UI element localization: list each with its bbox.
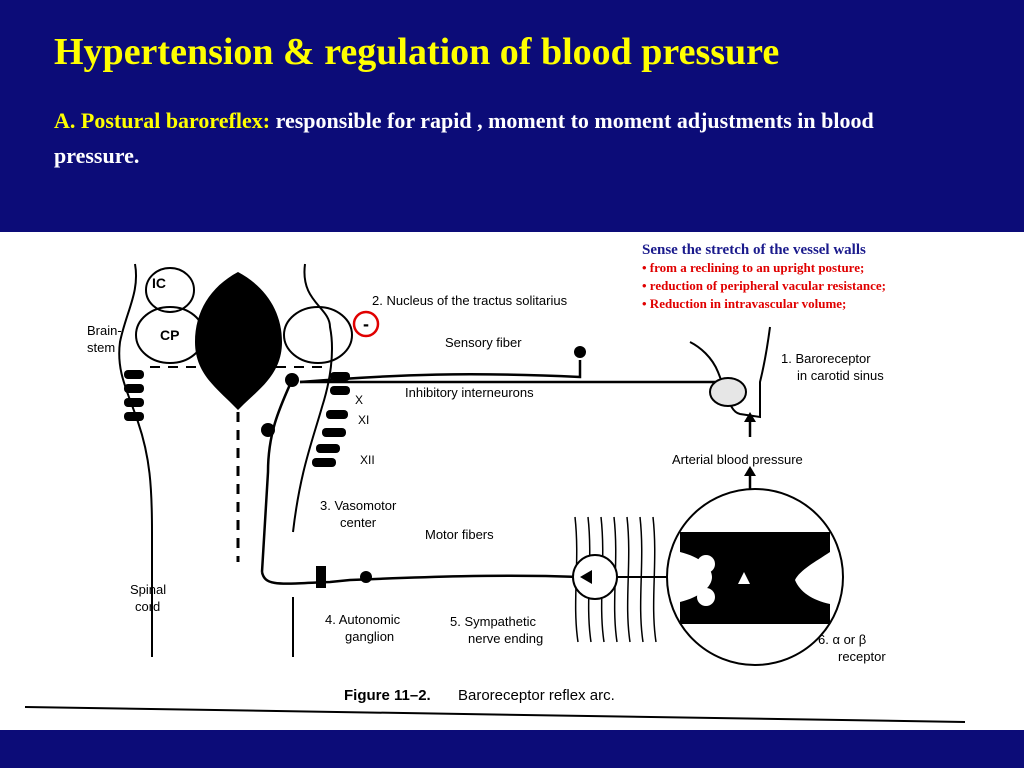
- cranial-nerve-roots-right: [312, 372, 350, 467]
- motor-fibers-label: Motor fibers: [425, 527, 494, 542]
- vasomotor-label-1: 3. Vasomotor: [320, 498, 397, 513]
- notes-item-volume: • Reduction in intravascular volume;: [642, 296, 847, 311]
- brainstem-right-outline: [292, 263, 333, 533]
- receptor-label-2: receptor: [838, 649, 886, 664]
- cp-label: CP: [160, 327, 179, 343]
- receptor-label-1: 6. α or β: [818, 632, 866, 647]
- brainstem-label-1: Brain-: [87, 323, 122, 338]
- receptor-circle-2: [697, 588, 715, 606]
- vasomotor-label-2: center: [340, 515, 377, 530]
- interneuron-path: [260, 379, 294, 573]
- sensory-neuron-body: [574, 346, 586, 358]
- nts-label: 2. Nucleus of the tractus solitarius: [372, 293, 568, 308]
- inhibition-marker: [352, 310, 380, 338]
- notes-heading: Sense the stretch of the vessel walls: [642, 242, 866, 258]
- arrow-up-2-head: [744, 466, 756, 476]
- ganglion-label-2: ganglion: [345, 629, 394, 644]
- ganglion-label-1: 4. Autonomic: [325, 612, 401, 627]
- receptor-cell: [680, 532, 830, 624]
- cn-xi-label: XI: [358, 413, 369, 427]
- figure-panel: - IC CP Brain- stem Spinal cord X XI XII…: [0, 232, 1024, 730]
- nerve-ending-label-2: nerve ending: [468, 631, 543, 646]
- notes-item-posture: • from a reclining to an upright posture…: [642, 260, 865, 275]
- fourth-ventricle: [195, 272, 282, 410]
- inhibitory-label: Inhibitory interneurons: [405, 385, 534, 400]
- ic-label: IC: [152, 275, 166, 291]
- spinal-label-2: cord: [135, 599, 160, 614]
- figure-caption-text: Baroreceptor reflex arc.: [458, 687, 615, 704]
- cn-x-label: X: [355, 393, 363, 407]
- subtitle-lead: A. Postural baroreflex:: [54, 108, 271, 133]
- baroreflex-figure: - IC CP Brain- stem Spinal cord X XI XII…: [24, 263, 966, 723]
- cn-xii-label: XII: [360, 453, 375, 467]
- motor-fiber-path: [260, 571, 581, 585]
- cranial-nerve-roots-left: [124, 370, 144, 421]
- nerve-ending-label-1: 5. Sympathetic: [450, 614, 536, 629]
- inhibition-sign: -: [363, 314, 369, 334]
- baroreceptor-label-2: in carotid sinus: [797, 368, 884, 383]
- nts-neuron: [285, 373, 299, 387]
- slide-subtitle: A. Postural baroreflex: responsible for …: [54, 103, 954, 173]
- vasomotor-neuron: [261, 423, 275, 437]
- subtitle-text: responsible for rapid , moment to moment…: [54, 108, 874, 168]
- spinal-label-1: Spinal: [130, 582, 166, 597]
- arterial-pressure-label: Arterial blood pressure: [672, 452, 803, 467]
- sensory-fiber-label: Sensory fiber: [445, 335, 522, 350]
- carotid-sinus: [709, 377, 747, 407]
- ganglion-neuron: [360, 571, 372, 583]
- right-peduncle: [283, 306, 353, 364]
- ventral-root: [316, 566, 326, 588]
- slide-title: Hypertension & regulation of blood press…: [54, 31, 780, 73]
- receptor-triangle: [738, 572, 750, 584]
- arrow-up-1-head: [744, 412, 756, 422]
- receptor-circle-1: [697, 555, 715, 573]
- figure-caption-number: Figure 11–2.: [344, 687, 431, 704]
- inferior-colliculus: [145, 267, 195, 313]
- sensory-fiber-path: [299, 360, 582, 384]
- nerve-ending-mark: [580, 570, 592, 584]
- notes-box: Sense the stretch of the vessel walls • …: [642, 241, 886, 313]
- caption-rule: [24, 706, 966, 723]
- brainstem-label-2: stem: [87, 340, 115, 355]
- notes-item-resistance: • reduction of peripheral vacular resist…: [642, 278, 886, 293]
- baroreceptor-label-1: 1. Baroreceptor: [781, 351, 871, 366]
- nerve-ending-inset: [572, 554, 618, 600]
